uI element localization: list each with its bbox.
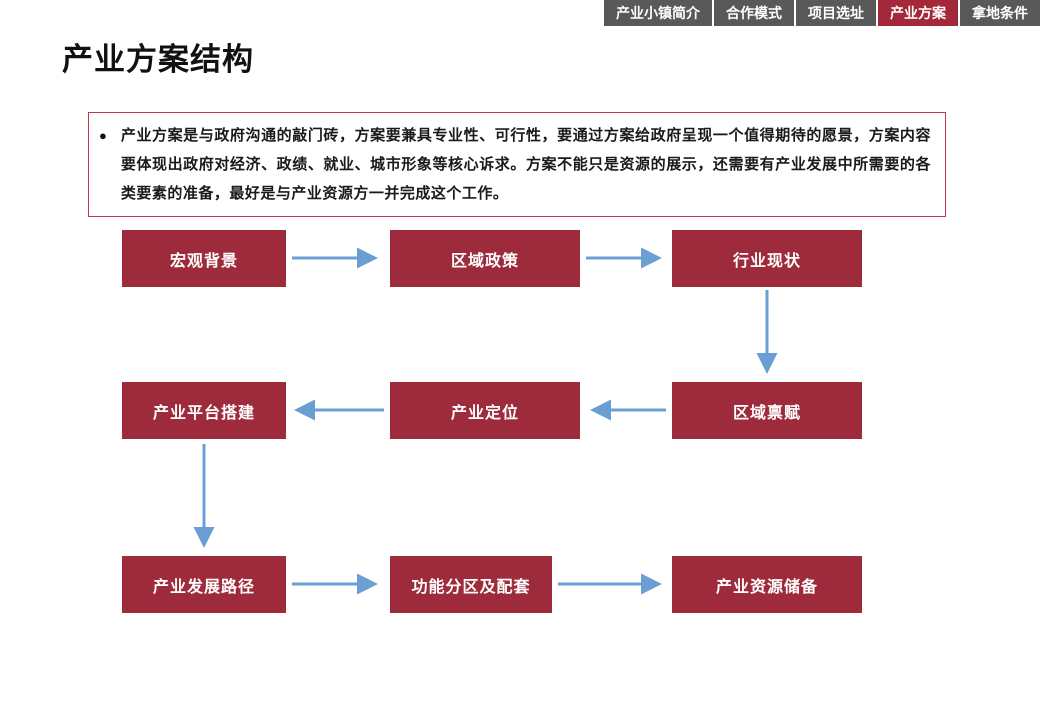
flow-node-function-zoning: 功能分区及配套 [390, 556, 552, 613]
nav-tab-site-selection[interactable]: 项目选址 [796, 0, 876, 26]
page-title: 产业方案结构 [62, 42, 254, 77]
bullet-icon: ● [99, 128, 107, 143]
flow-node-industry-status: 行业现状 [672, 230, 862, 287]
top-nav: 产业小镇简介 合作模式 项目选址 产业方案 拿地条件 [604, 0, 1040, 26]
flow-node-regional-policy: 区域政策 [390, 230, 580, 287]
nav-tab-town-intro[interactable]: 产业小镇简介 [604, 0, 712, 26]
nav-tab-cooperation-mode[interactable]: 合作模式 [714, 0, 794, 26]
flow-node-macro-background: 宏观背景 [122, 230, 286, 287]
flow-node-industry-position: 产业定位 [390, 382, 580, 439]
flow-node-platform-building: 产业平台搭建 [122, 382, 286, 439]
nav-tab-industry-plan[interactable]: 产业方案 [878, 0, 958, 26]
callout-box: ● 产业方案是与政府沟通的敲门砖，方案要兼具专业性、可行性，要通过方案给政府呈现… [88, 112, 946, 217]
nav-tab-land-conditions[interactable]: 拿地条件 [960, 0, 1040, 26]
flow-node-development-path: 产业发展路径 [122, 556, 286, 613]
flow-node-resource-reserve: 产业资源储备 [672, 556, 862, 613]
callout-text: 产业方案是与政府沟通的敲门砖，方案要兼具专业性、可行性，要通过方案给政府呈现一个… [120, 127, 931, 202]
flow-node-regional-endowment: 区域禀赋 [672, 382, 862, 439]
